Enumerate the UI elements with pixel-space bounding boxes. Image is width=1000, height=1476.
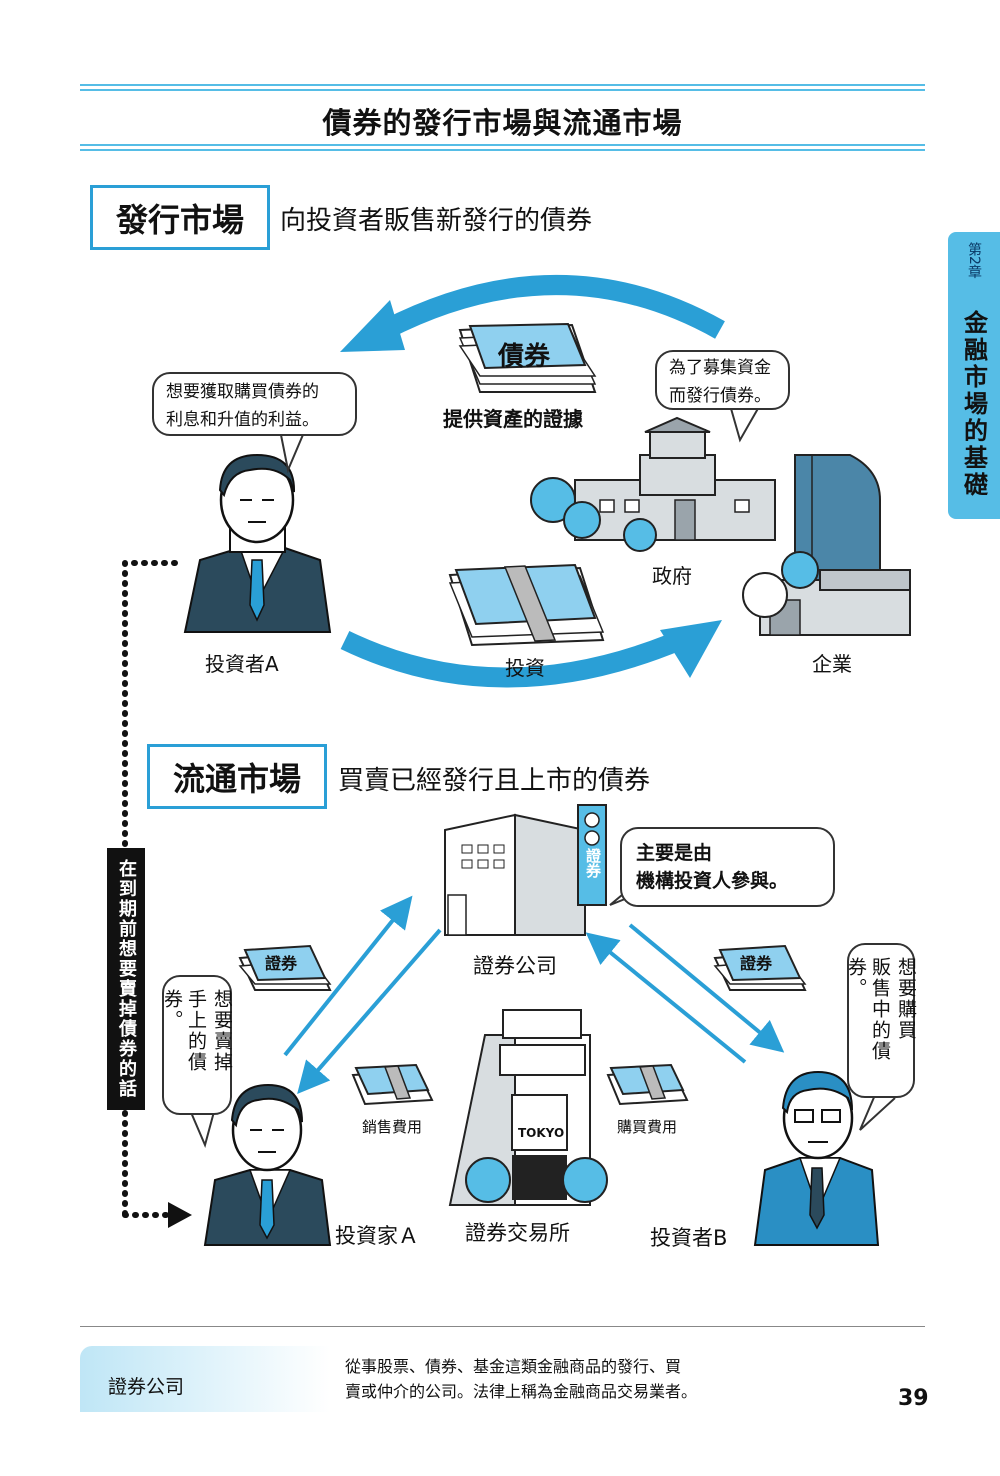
company-label: 企業 xyxy=(812,652,852,676)
stock-exchange-building-icon xyxy=(448,1009,608,1206)
footer-definition-line: 賣或仲介的公司。法律上稱為金融商品交易業者。 xyxy=(345,1382,698,1401)
broker-label: 證券公司 xyxy=(473,954,557,978)
title-rule-bottom xyxy=(80,144,925,151)
bond-card-right-icon xyxy=(713,944,807,991)
footer-term: 證券公司 xyxy=(108,1376,185,1398)
buyer-speech-line: 想要購買 xyxy=(895,957,917,1041)
buyer-label: 投資者B xyxy=(650,1226,728,1250)
issuer-speech-line: 而發行債券。 xyxy=(669,386,771,406)
issue-market-box: 發行市場 xyxy=(90,185,270,250)
investor-a-label: 投資者A xyxy=(205,652,279,676)
footer-term-background xyxy=(80,1346,330,1412)
investor-a-figure xyxy=(183,453,332,633)
bond-stack-icon xyxy=(458,322,597,393)
sell-fee-label: 銷售費用 xyxy=(362,1118,423,1136)
exchange-sign: TOKYO xyxy=(518,1126,565,1140)
secondary-market-box: 流通市場 xyxy=(147,744,327,809)
broker-speech-line: 主要是由 xyxy=(636,842,713,864)
buyer-investor-figure xyxy=(753,1070,880,1246)
broker-speech-bubble: 主要是由 機構投資人參與。 xyxy=(620,827,835,907)
company-building-icon xyxy=(742,454,911,636)
page-number: 39 xyxy=(898,1386,929,1411)
cash-stack-icon xyxy=(448,563,605,647)
issuer-speech-line: 為了募集資金 xyxy=(669,358,771,378)
investor-speech-bubble: 想要獲取購買債券的 利息和升值的利益。 xyxy=(152,372,357,436)
bond-stack-label: 債券 xyxy=(498,342,551,372)
evidence-label: 提供資產的證據 xyxy=(443,407,583,431)
secondary-market-name: 流通市場 xyxy=(172,759,301,798)
side-note: 在到期前想要賣掉債券的話 xyxy=(107,848,145,1110)
issue-market-name: 發行市場 xyxy=(115,200,244,239)
chapter-tab: 第2章 金融市場的基礎 xyxy=(948,232,1000,519)
bottom-curved-arrow xyxy=(340,620,722,688)
chapter-title: 金融市場的基礎 xyxy=(959,310,988,499)
broker-sign: 證券 xyxy=(584,848,602,878)
bubble-tail-seller xyxy=(189,1107,216,1149)
cash-left-icon xyxy=(351,1063,434,1106)
bubble-tail-issuer xyxy=(729,404,761,443)
government-building-icon xyxy=(530,416,776,552)
seller-speech-bubble: 想要賣掉 手上的債券。 xyxy=(161,975,233,1115)
exchange-label: 證券交易所 xyxy=(465,1221,570,1245)
page-title: 債券的發行市場與流通市場 xyxy=(322,106,683,140)
top-curved-arrow xyxy=(340,275,725,352)
securities-company-building-icon xyxy=(444,804,607,936)
issue-market-desc: 向投資者販售新發行的債券 xyxy=(280,206,593,236)
seller-speech-line: 想要賣掉 xyxy=(211,989,233,1073)
bond-card-right-label: 證券 xyxy=(740,954,773,973)
seller-investor-figure xyxy=(203,1083,332,1246)
bond-card-left-label: 證券 xyxy=(265,954,298,973)
investor-speech-line: 想要獲取購買債券的 xyxy=(166,382,319,402)
footer-definition: 從事股票、債券、基金這類金融商品的發行、買 賣或仲介的公司。法律上稱為金融商品交… xyxy=(345,1354,697,1404)
government-label: 政府 xyxy=(652,564,692,588)
footer-rule xyxy=(80,1326,925,1327)
bond-card-left-icon xyxy=(238,944,332,991)
buyer-speech-line: 販售中的債券。 xyxy=(845,957,891,1062)
cash-right-icon xyxy=(606,1063,689,1106)
thin-arrows xyxy=(283,895,785,1095)
secondary-market-desc: 買賣已經發行且上市的債券 xyxy=(338,766,651,796)
broker-speech-line: 機構投資人參與。 xyxy=(636,870,789,892)
investor-speech-line: 利息和升值的利益。 xyxy=(166,410,319,430)
bubble-tail-buyer xyxy=(859,1094,896,1131)
footer-definition-line: 從事股票、債券、基金這類金融商品的發行、買 xyxy=(345,1357,682,1376)
chapter-number: 第2章 xyxy=(966,242,982,279)
issuer-speech-bubble: 為了募集資金 而發行債券。 xyxy=(655,350,790,410)
buyer-speech-bubble: 想要購買 販售中的債券。 xyxy=(845,943,917,1098)
bubble-tail-investor xyxy=(279,429,306,474)
investment-label: 投資 xyxy=(505,656,545,680)
seller-label: 投資家Ａ xyxy=(335,1224,419,1248)
seller-speech-line: 手上的債券。 xyxy=(161,989,207,1073)
buy-fee-label: 購買費用 xyxy=(617,1118,678,1136)
title-rule-top xyxy=(80,84,925,91)
